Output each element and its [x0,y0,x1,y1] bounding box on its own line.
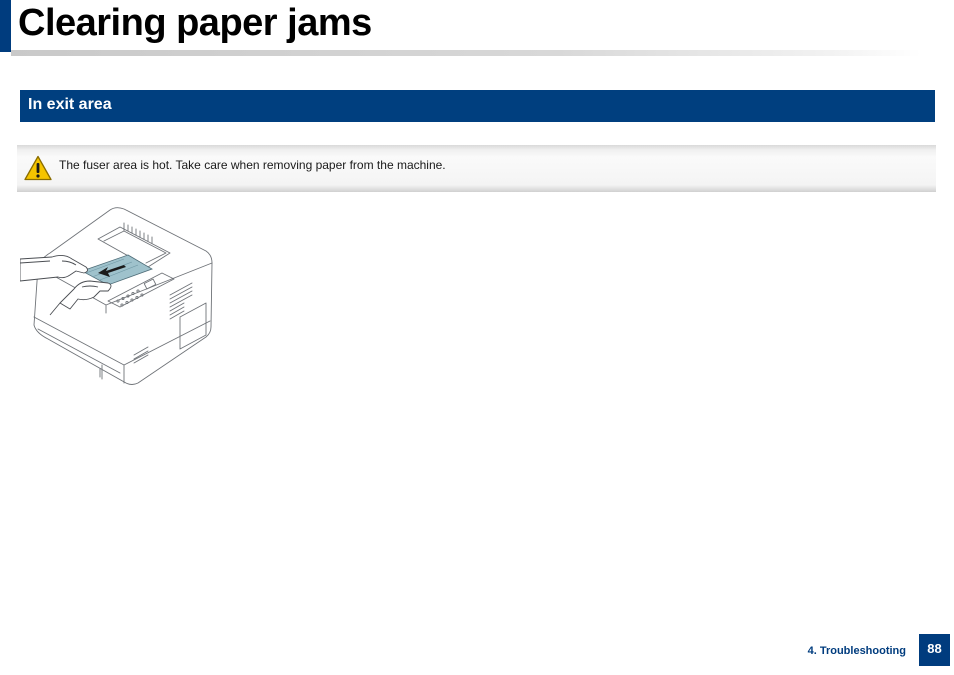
caution-box: The fuser area is hot. Take care when re… [17,145,936,192]
footer-chapter-label: 4. Troubleshooting [807,645,906,657]
title-divider [11,50,921,56]
warning-triangle-icon [24,155,52,181]
section-heading: In exit area [28,96,112,113]
printer-paper-removal-illustration [20,207,213,385]
caution-text: The fuser area is hot. Take care when re… [59,158,446,172]
page-number-badge: 88 [919,634,950,666]
page-title: Clearing paper jams [18,2,372,44]
title-accent-bar [0,0,11,52]
section-header: In exit area [20,90,935,122]
